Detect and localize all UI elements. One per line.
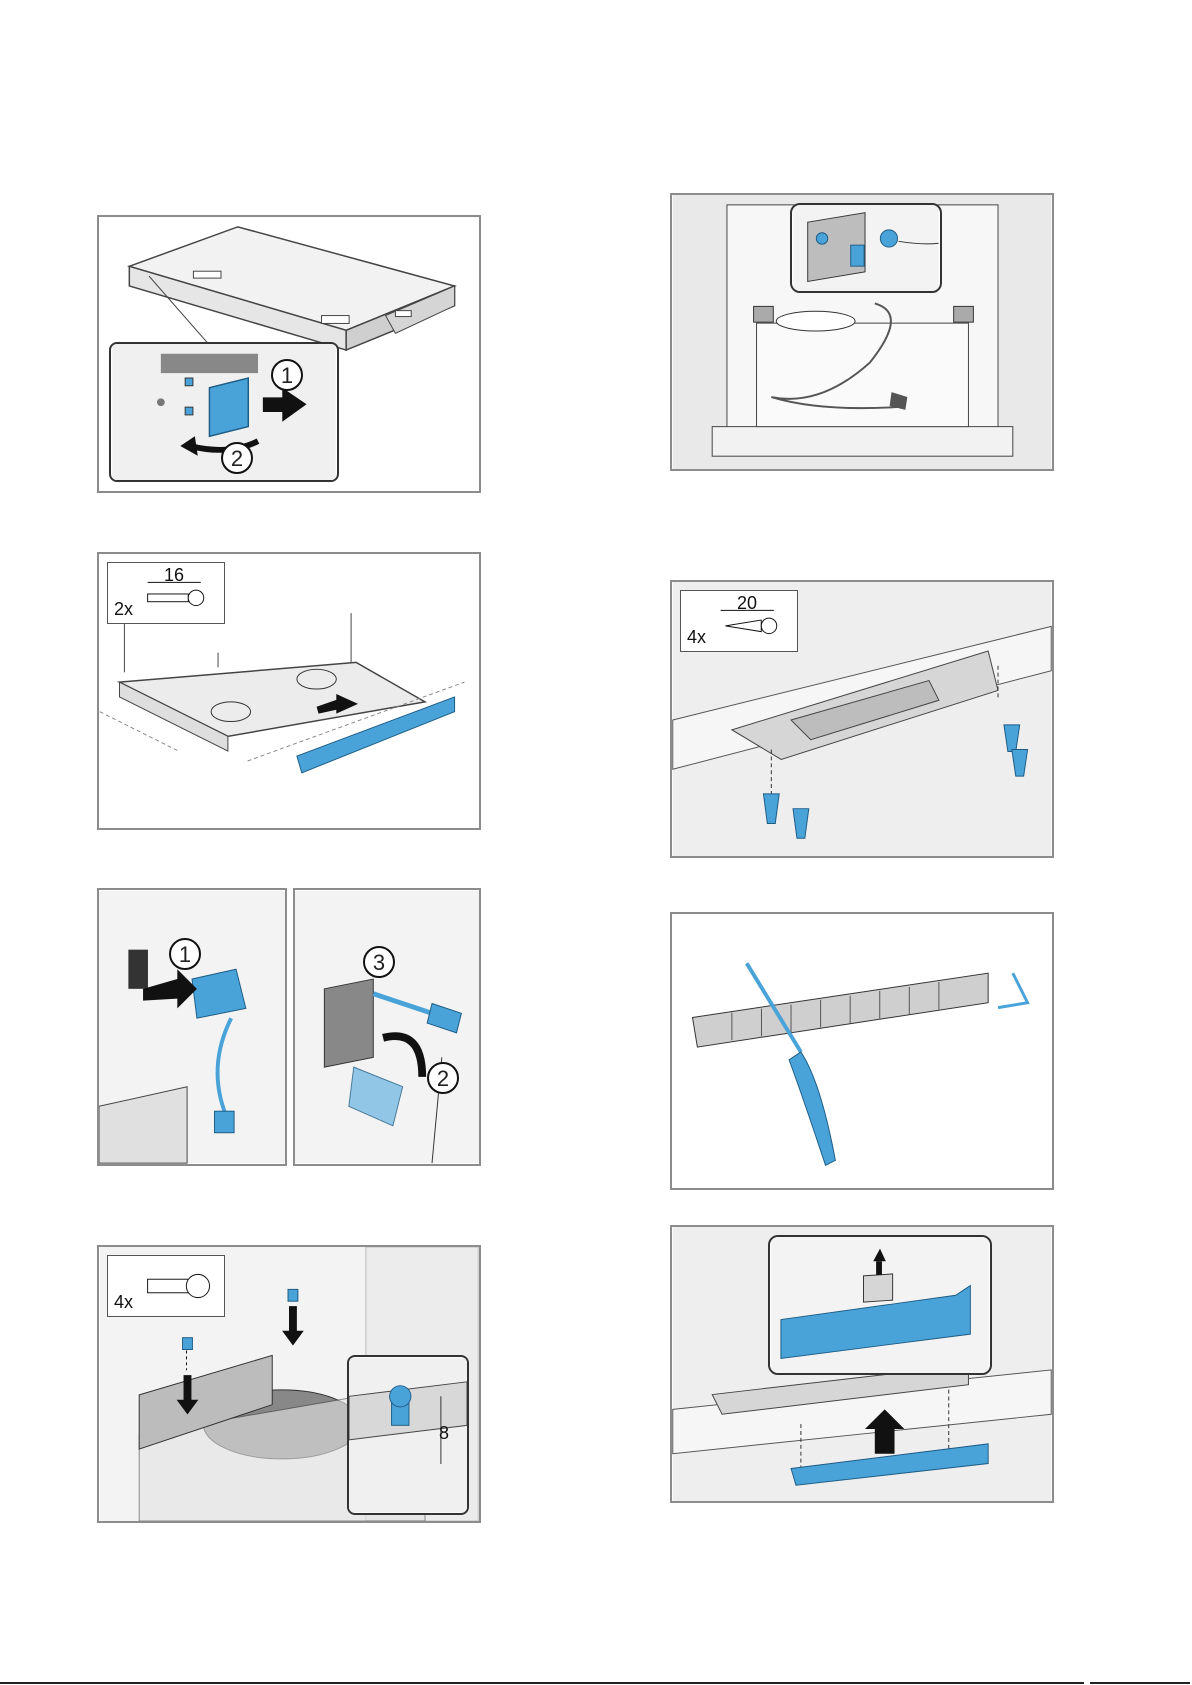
figure-2-screw-trim: 2x 16 [97,552,481,830]
screw-legend: 4x 20 [680,590,798,652]
detail-inset-screw-depth: 8 [347,1355,469,1515]
plug-secure-illustration [295,890,479,1164]
figure-3a-plug-connect: 1 [97,888,287,1166]
callout-3: 3 [363,946,395,978]
detail-inset-strip [768,1235,992,1375]
figure-3b-plug-secure: 3 2 [293,888,481,1166]
figure-6-underside-screws: 4x 20 [670,580,1054,858]
screw-quantity: 4x [114,1292,133,1313]
page-bottom-rule [0,1682,1084,1684]
screw-legend: 4x [107,1255,225,1317]
figure-5-cabinet-mount [670,193,1054,471]
figure-4-bracket-screws: 4x 8 [97,1245,481,1523]
screw-length: 20 [737,593,757,614]
figure-1-clip-mounting: 1 2 [97,215,481,493]
screw-depth-illustration [349,1357,467,1513]
figure-7-cut-strip [670,912,1054,1190]
detail-inset-bracket [790,203,942,293]
screw-depth-dim: 8 [439,1423,449,1444]
figure-8-insert-strip [670,1225,1054,1503]
screw-quantity: 2x [114,599,133,620]
strip-detail-illustration [770,1237,990,1373]
detail-inset-clip: 1 2 [109,342,339,482]
callout-2: 2 [221,442,253,474]
bracket-detail-illustration [792,205,940,291]
callout-1: 1 [169,938,201,970]
callout-2: 2 [427,1062,459,1094]
cut-strip-illustration [672,914,1052,1188]
plug-connect-illustration [99,890,285,1164]
screw-quantity: 4x [687,627,706,648]
screw-length: 16 [164,565,184,586]
page-bottom-rule-right [1090,1682,1190,1684]
screw-legend: 2x 16 [107,562,225,624]
callout-1: 1 [271,359,303,391]
